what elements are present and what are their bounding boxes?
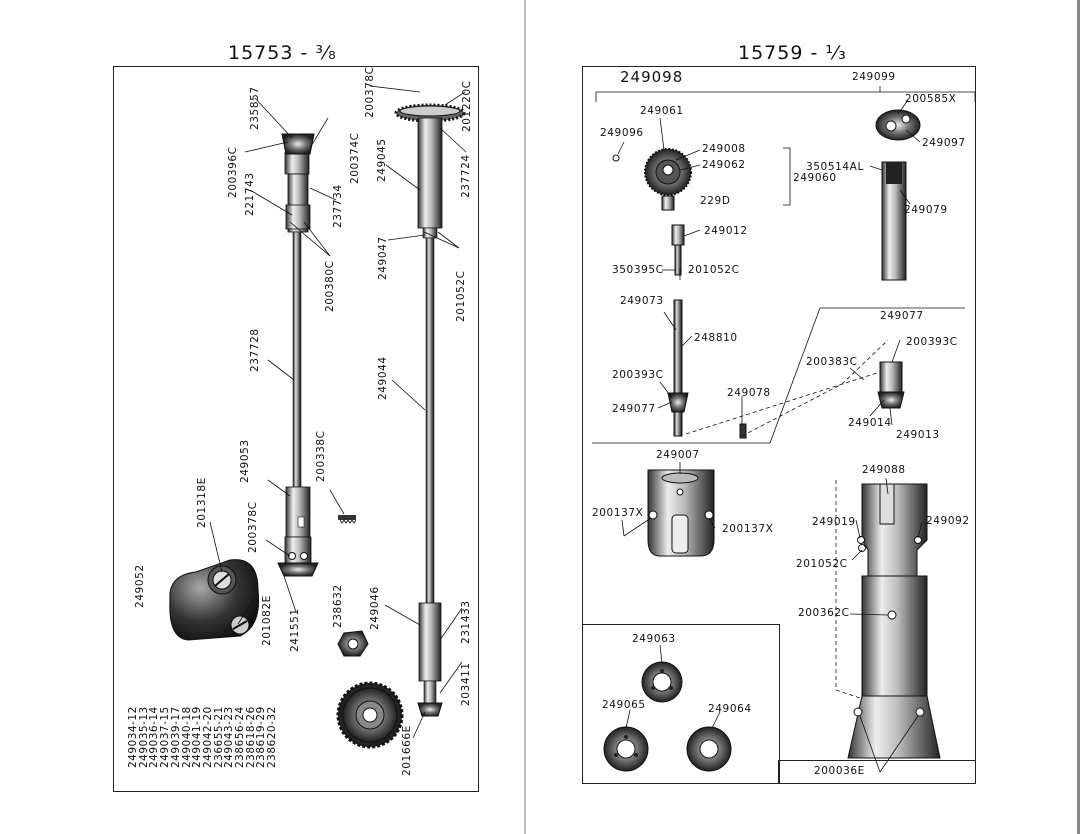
label-200393c-b: 200393C <box>906 336 958 348</box>
label-201220c: 201220C <box>461 80 473 132</box>
label-201052c-b: 201052C <box>796 558 848 570</box>
label-200137x-a: 200137X <box>592 507 644 519</box>
label-200137x-b: 200137X <box>722 523 774 535</box>
label-200396c: 200396C <box>227 146 239 198</box>
label-201052c-a: 201052C <box>688 264 740 276</box>
label-221743: 221743 <box>244 172 256 216</box>
label-249062: 249062 <box>702 159 746 171</box>
label-200380c: 200380C <box>324 260 336 312</box>
base-box <box>778 760 976 784</box>
label-237724: 237724 <box>460 154 472 198</box>
label-249019: 249019 <box>812 516 856 528</box>
long-shaft-left <box>394 103 466 717</box>
right-leaders <box>617 99 923 773</box>
label-235857: 235857 <box>249 86 261 130</box>
label-200378c-a: 200378C <box>247 501 259 553</box>
label-249077-a: 249077 <box>612 403 656 415</box>
label-249007: 249007 <box>656 449 700 461</box>
label-249052: 249052 <box>134 564 146 608</box>
shaft-249012 <box>667 224 689 437</box>
label-249044: 249044 <box>377 356 389 400</box>
gear-249014 <box>877 361 905 409</box>
label-249097: 249097 <box>922 137 966 149</box>
label-200338c: 200338C <box>315 430 327 482</box>
label-249088: 249088 <box>862 464 906 476</box>
label-229d: 229D <box>700 195 731 207</box>
label-200393c-a: 200393C <box>612 369 664 381</box>
label-249012: 249012 <box>704 225 748 237</box>
washer-249063 <box>641 661 683 703</box>
label-249014: 249014 <box>848 417 892 429</box>
label-200036e: 200036E <box>814 765 865 777</box>
label-249064: 249064 <box>708 703 752 715</box>
screw-200338c <box>338 515 357 524</box>
label-249060: 249060 <box>793 172 837 184</box>
right-page-title: 15759 - ¹⁄₃ <box>738 42 847 64</box>
label-249078: 249078 <box>727 387 771 399</box>
label-200383c: 200383C <box>806 356 858 368</box>
label-248810: 248810 <box>694 332 738 344</box>
pin-249078 <box>739 423 747 439</box>
page-gutter <box>524 0 526 834</box>
label-249098: 249098 <box>620 68 684 86</box>
label-200362c: 200362C <box>798 607 850 619</box>
label-249013: 249013 <box>896 429 940 441</box>
label-350514al: 350514AL <box>806 161 864 173</box>
label-249061: 249061 <box>640 105 684 117</box>
label-237734: 237734 <box>332 184 344 228</box>
washer-249064 <box>686 726 732 772</box>
washer-box <box>582 624 780 784</box>
label-201318e: 201318E <box>196 477 208 528</box>
label-249092: 249092 <box>926 515 970 527</box>
label-249063: 249063 <box>632 633 676 645</box>
label-249073: 249073 <box>620 295 664 307</box>
label-203411: 203411 <box>460 662 472 706</box>
dashed-paths <box>685 339 889 699</box>
wheel-249062 <box>612 148 692 211</box>
label-249079: 249079 <box>904 204 948 216</box>
label-238632: 238632 <box>332 584 344 628</box>
label-249046: 249046 <box>369 586 381 630</box>
left-frame <box>113 66 479 792</box>
label-201666e: 201666E <box>401 725 413 776</box>
label-231433: 231433 <box>460 600 472 644</box>
page-edge <box>1077 0 1080 834</box>
guard-249007 <box>647 469 715 557</box>
label-249008: 249008 <box>702 143 746 155</box>
label-200374c: 200374C <box>349 132 361 184</box>
left-leaders <box>209 85 467 739</box>
label-241551: 241551 <box>289 608 301 652</box>
left-page-title: 15753 - ³⁄₈ <box>228 42 337 64</box>
label-249047: 249047 <box>377 236 389 280</box>
gear-201666e <box>336 681 404 749</box>
label-200585x: 200585X <box>905 93 957 105</box>
housing-249052 <box>169 559 260 641</box>
label-201052c: 201052C <box>455 270 467 322</box>
label-350395c: 350395C <box>612 264 664 276</box>
label-201082e: 201082E <box>261 595 273 646</box>
label-237728: 237728 <box>249 328 261 372</box>
nut-238632 <box>337 630 369 657</box>
upper-shaft-left <box>277 133 319 577</box>
label-249053: 249053 <box>239 439 251 483</box>
label-249096: 249096 <box>600 127 644 139</box>
label-249099: 249099 <box>852 71 896 83</box>
label-200378c-b: 200378C <box>364 66 376 118</box>
washer-249065 <box>603 726 649 772</box>
label-249065: 249065 <box>602 699 646 711</box>
label-249045: 249045 <box>376 138 388 182</box>
label-249077-b: 249077 <box>880 310 924 322</box>
